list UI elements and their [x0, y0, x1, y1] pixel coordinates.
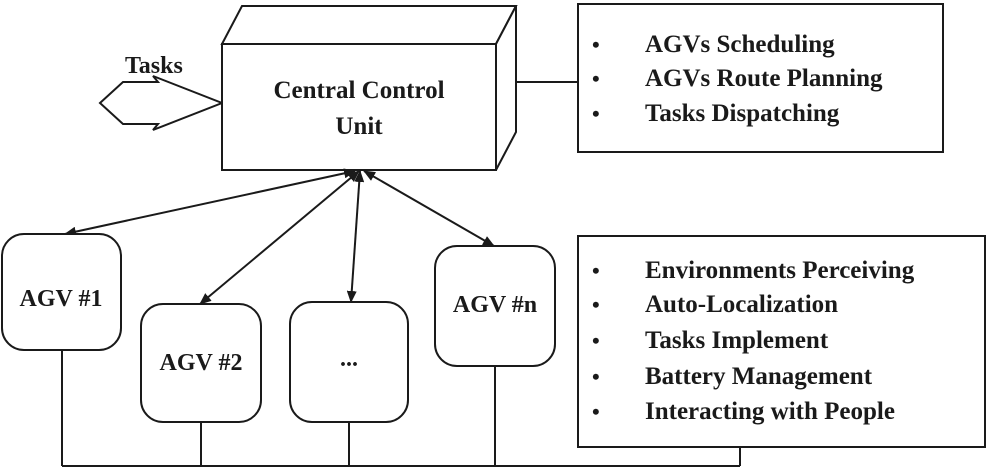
agv-node: AGV #1 — [1, 233, 122, 351]
agv-function-item: Tasks Implement — [645, 327, 829, 354]
agv-function-item: Environments Perceiving — [645, 257, 915, 284]
agv-node: ... — [289, 301, 409, 423]
central-function-item: Tasks Dispatching — [645, 100, 840, 127]
bullet: • — [592, 32, 600, 57]
agv-function-item: Battery Management — [645, 363, 873, 390]
arrow-ccu-agv-ellipsis — [346, 170, 365, 303]
central-functions-box: • AGVs Scheduling • AGVs Route Planning … — [577, 3, 944, 153]
bullet: • — [592, 292, 600, 317]
agv-functions-box: • Environments Perceiving • Auto-Localiz… — [577, 235, 986, 448]
agv-label: ... — [340, 346, 358, 372]
central-unit-title-line2: Unit — [335, 113, 383, 140]
tasks-label: Tasks — [125, 53, 183, 79]
agv-label: AGV #2 — [160, 350, 243, 376]
agv-bus — [61, 350, 741, 467]
bullet: • — [592, 101, 600, 126]
agv-label: AGV #n — [453, 292, 537, 318]
central-control-unit: Central Control Unit — [220, 5, 518, 171]
bullet: • — [592, 66, 600, 91]
bullet: • — [592, 364, 600, 389]
central-function-item: AGVs Route Planning — [645, 65, 883, 92]
arrow-ccu-agv2 — [199, 170, 360, 305]
agv-node: AGV #n — [434, 245, 556, 367]
central-function-item: AGVs Scheduling — [645, 31, 835, 58]
arrow-ccu-agvn — [363, 170, 495, 247]
agv-function-item: Interacting with People — [645, 398, 895, 425]
arrow-ccu-agv1 — [64, 168, 356, 237]
bullet: • — [592, 258, 600, 283]
tasks-arrow-icon — [98, 75, 225, 131]
bullet: • — [592, 328, 600, 353]
agv-label: AGV #1 — [20, 286, 103, 312]
agv-node: AGV #2 — [140, 303, 262, 423]
bullet: • — [592, 399, 600, 424]
central-unit-title-line1: Central Control — [273, 77, 444, 104]
agv-function-item: Auto-Localization — [645, 291, 838, 318]
